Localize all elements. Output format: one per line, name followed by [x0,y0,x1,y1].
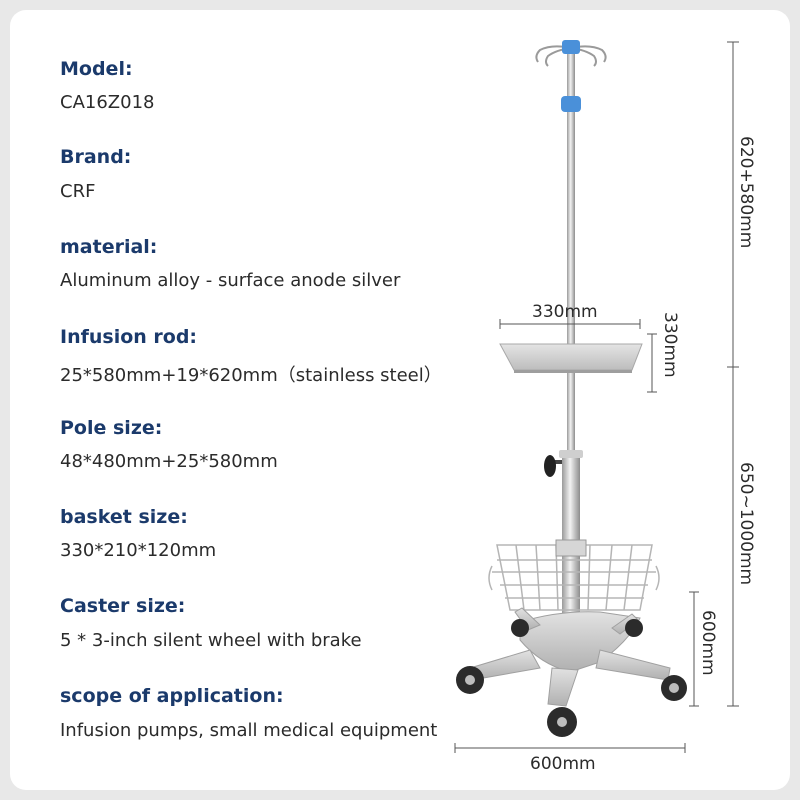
spec-label-caster-size: Caster size: [60,595,186,617]
dim-upper-height: 620+580mm [736,136,756,249]
spec-value-basket-size: 330*210*120mm [60,540,217,561]
spec-label-basket-size: basket size: [60,506,188,528]
spec-value-pole-size: 48*480mm+25*580mm [60,451,278,472]
spec-value-scope: Infusion pumps, small medical equipment [60,720,438,741]
spec-label-scope: scope of application: [60,685,284,707]
dim-tray-width: 330mm [532,302,598,322]
spec-label-material: material: [60,236,158,258]
hook-assembly [535,40,607,67]
spec-label-brand: Brand: [60,146,132,168]
spec-value-material: Aluminum alloy - surface anode silver [60,270,401,291]
rod-clamp [561,96,581,112]
spec-value-infusion-rod: 25*580mm+19*620mm（stainless steel） [60,365,442,386]
five-star-base [469,607,671,707]
spec-label-infusion-rod: Infusion rod: [60,326,198,348]
spec-label-model: Model: [60,58,133,80]
spec-value-brand: CRF [60,181,96,202]
dimension-lines [454,41,739,753]
basket [488,544,660,611]
height-knob [544,455,562,477]
product-card [10,10,790,790]
caster-wheels [456,619,687,737]
dim-base-width: 600mm [530,754,596,774]
dim-base-height: 600mm [698,610,718,676]
infusion-rod [567,54,575,454]
dim-tray-depth: 330mm [660,312,680,378]
dim-lower-height: 650~1000mm [736,462,756,586]
spec-label-pole-size: Pole size: [60,417,163,439]
spec-value-caster-size: 5 * 3-inch silent wheel with brake [60,630,362,651]
tray [499,343,643,373]
spec-value-model: CA16Z018 [60,92,155,113]
